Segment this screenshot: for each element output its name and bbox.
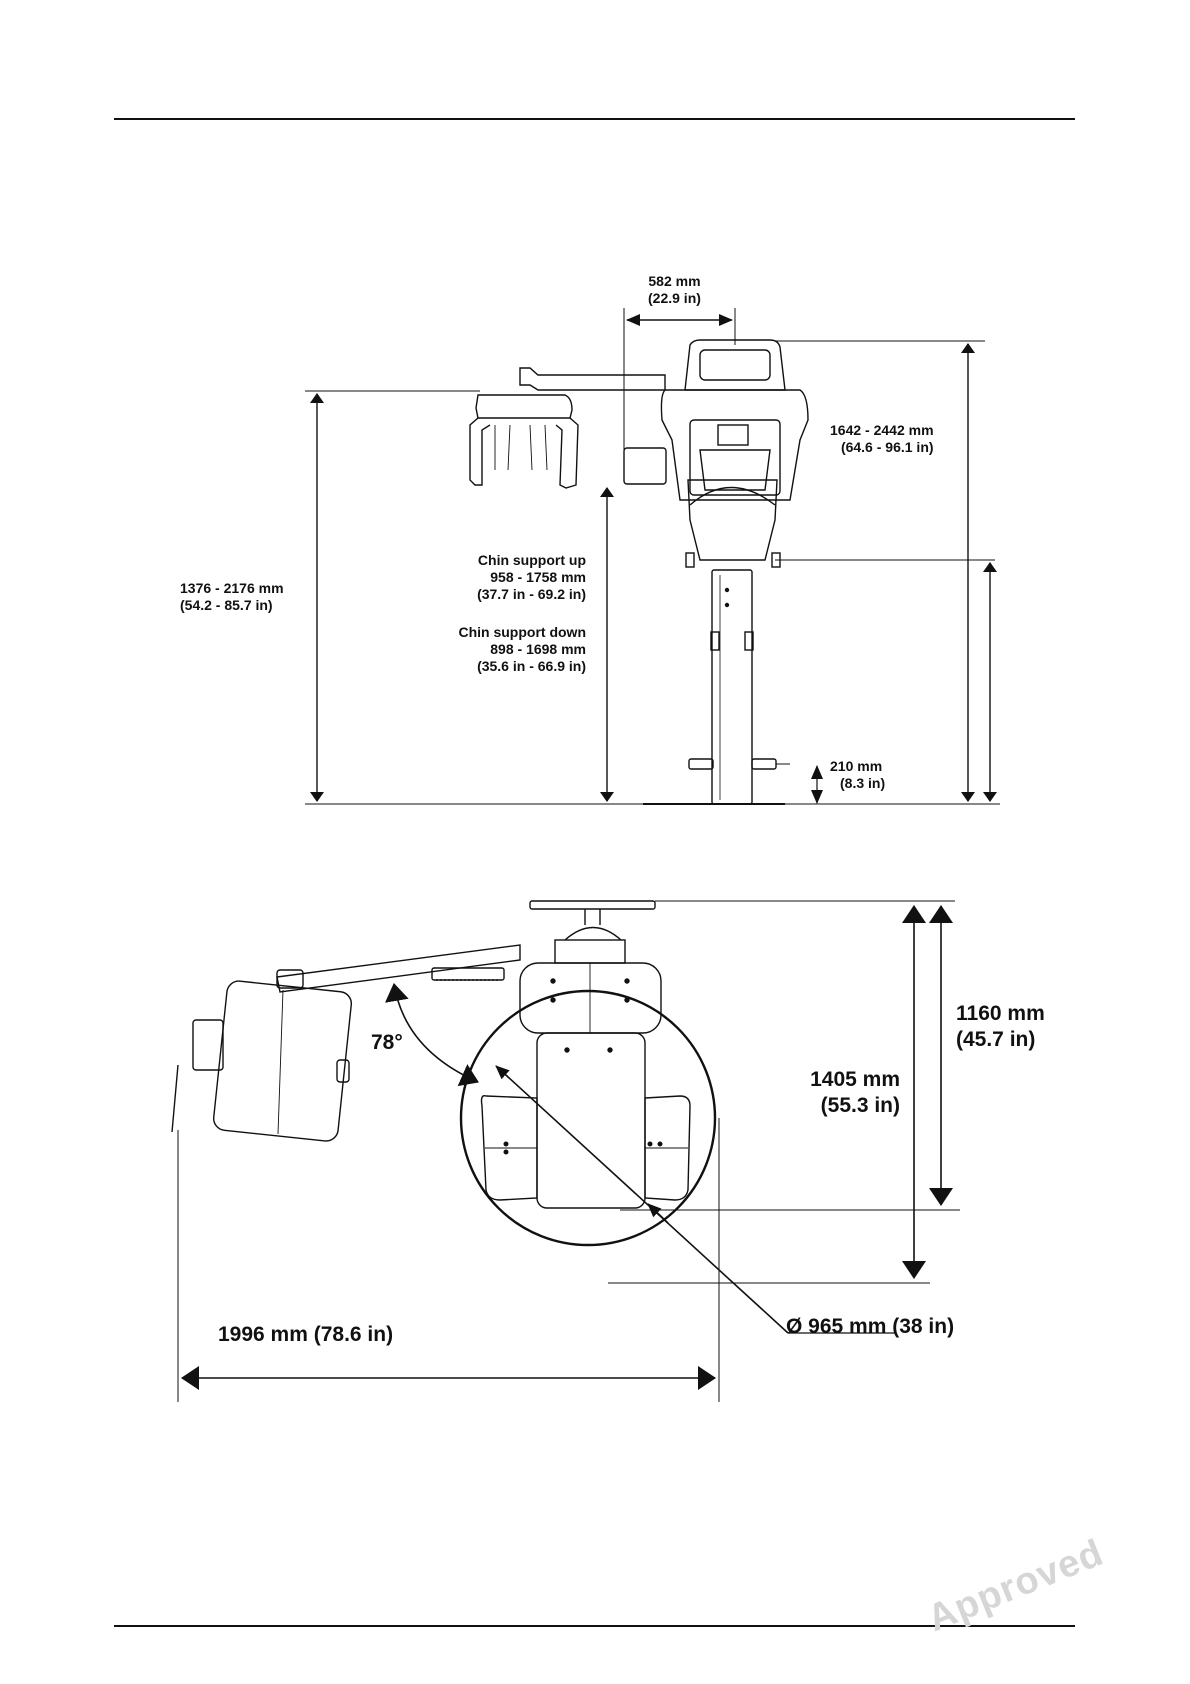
top-view-drawing [172,901,715,1245]
dim-label-rotation-diameter: Ø 965 mm (38 in) [786,1314,954,1340]
dim-label-chin-up: Chin support up 958 - 1758 mm (37.7 in -… [445,552,586,603]
unit-body [688,480,777,560]
dim-label-depth-outer: 1405 mm (55.3 in) [796,1067,900,1118]
dim-label-arm-width: 582 mm (22.9 in) [648,273,701,307]
rotating-unit-body [537,1033,645,1208]
foot-plate-left [689,759,713,769]
rotation-circle [461,991,715,1245]
side-panel [624,448,666,484]
column-top [520,963,661,1033]
dim-label-total-height: 1642 - 2442 mm (64.6 - 96.1 in) [830,422,934,456]
side-view-dimensions [305,308,1000,804]
wall-plate [530,901,655,909]
column [712,570,752,804]
dim-label-total-width: 1996 mm (78.6 in) [218,1322,393,1348]
angle-arc [394,984,478,1082]
cephalostat [476,395,572,418]
dim-label-angle: 78° [371,1030,403,1056]
dim-label-foot-height: 210 mm (8.3 in) [830,758,885,792]
dim-label-depth-inner: 1160 mm (45.7 in) [956,1001,1045,1052]
dim-label-chin-down: Chin support down 898 - 1698 mm (35.6 in… [425,624,586,675]
dim-label-ear-rod-height: 1376 - 2176 mm (54.2 - 85.7 in) [180,580,284,614]
foot-plate-right [752,759,776,769]
ceph-arm [520,368,665,390]
diameter-line [496,1066,788,1333]
